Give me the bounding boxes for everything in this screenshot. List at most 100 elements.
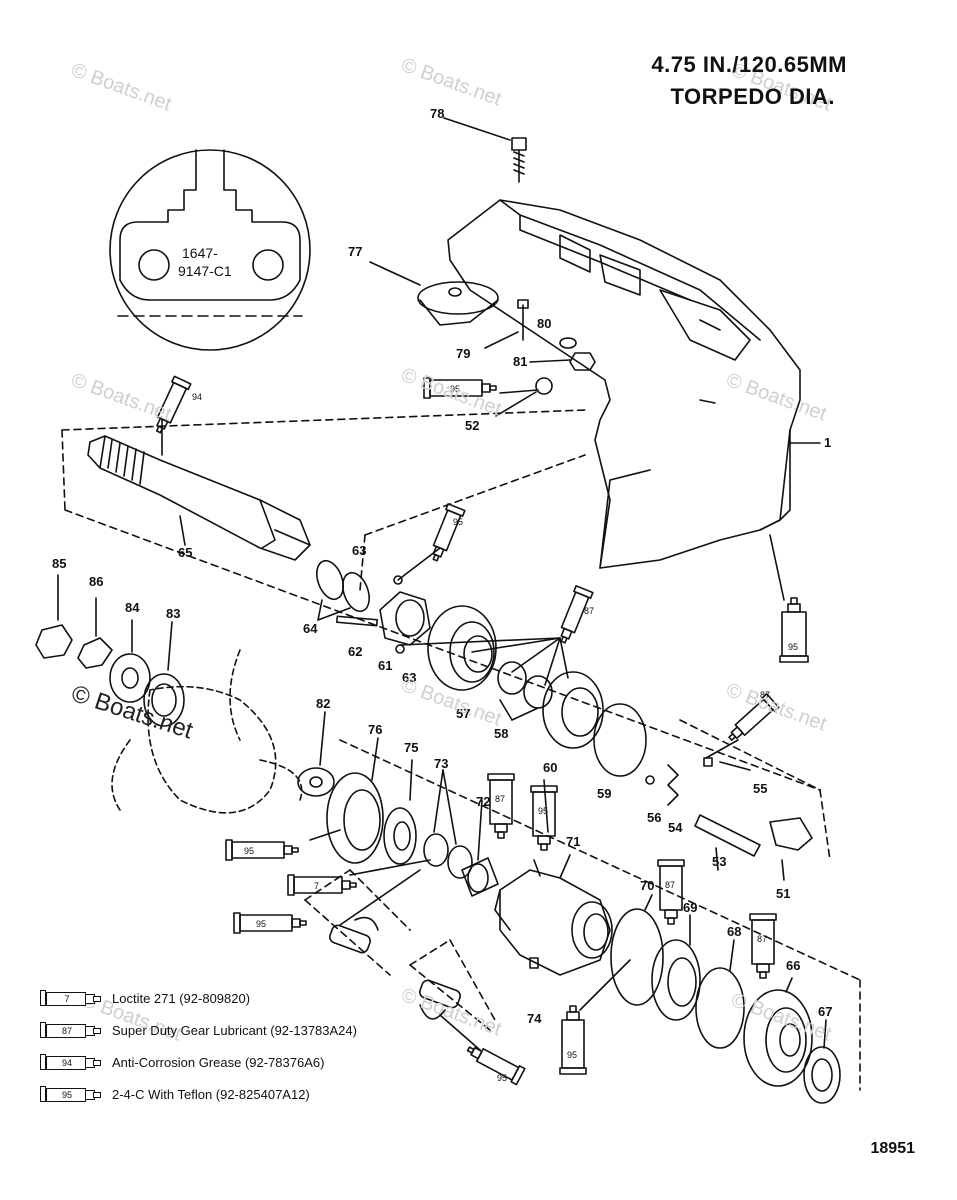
part-78-bolt [511,137,527,183]
part-53-shift-shaft [694,814,761,857]
lube-tube-95-seal-lower [466,1046,526,1086]
label-part-83: 83 [166,606,180,621]
part-59-oring [593,703,647,777]
part-56-ball [645,775,655,785]
lube-tube-87-gear [560,585,594,644]
part-74-pin [529,957,539,969]
legend-tube-icon: 95 [40,1086,101,1102]
lube-tube-95-seal [233,912,307,934]
part-79-screw [517,299,529,341]
tube-code-95-seal: 95 [256,919,266,929]
lube-tube-95-upper [432,503,466,562]
label-part-81: 81 [513,354,527,369]
label-part-74: 74 [527,1011,542,1026]
label-part-71: 71 [566,834,580,849]
part-64-rings [316,559,370,613]
part-83-washer [143,673,185,727]
part-65-propeller-shaft [87,435,311,561]
legend-tube-icon: 7 [40,990,101,1006]
label-part-79: 79 [456,346,470,361]
part-81-nut [569,352,596,371]
part-86-tab-washer [77,637,113,669]
watermark: © Boats.net [68,369,174,426]
label-part-73: 73 [434,756,448,771]
label-part-78: 78 [430,106,444,121]
part-84-thrust-hub [109,653,151,703]
propeller-outline [111,649,303,814]
part-62-pin [336,615,378,627]
lube-tube-87-bearing69 [657,859,685,925]
tube-code-87-housing: 95 [788,642,798,652]
part-61-clutch [379,591,431,646]
seal-assembly-lower [419,979,461,1020]
watermark: © Boats.net [723,369,829,426]
label-part-55: 55 [753,781,767,796]
legend-text: Super Duty Gear Lubricant (92-13783A24) [112,1022,357,1038]
tube-codes: 94 95 95 87 95 87 95 7 95 87 95 87 87 95… [192,384,798,1083]
label-part-1: 1 [824,435,831,450]
detail-callout-circle [109,149,311,351]
part-82-washer [297,767,335,797]
label-part-63-lower: 63 [402,670,416,685]
watermark-large: © Boats.net [68,680,196,745]
label-part-85: 85 [52,556,66,571]
lube-tube-94-shaft [155,375,192,434]
label-part-63-upper: 63 [352,543,366,558]
part-71-bearing-carrier [494,869,613,976]
legend-code: 87 [61,1026,72,1036]
tube-code-95-shift: 87 [760,690,770,700]
legend-row: 7 Loctite 271 (92-809820) [40,988,440,1008]
part-52-plug [535,377,553,395]
label-part-53: 53 [712,854,726,869]
part-68-shim [695,967,745,1049]
label-part-60: 60 [543,760,557,775]
label-part-54: 54 [668,820,683,835]
seal-assembly-upper [329,916,379,954]
label-part-80: 80 [537,316,551,331]
label-part-59: 59 [597,786,611,801]
tube-code-95-carrier: 95 [538,806,548,816]
label-part-65: 65 [178,545,192,560]
tube-code-7: 7 [314,881,319,891]
part-51-cam [769,817,813,851]
legend-row: 94 Anti-Corrosion Grease (92-78376A6) [40,1052,440,1072]
label-part-64: 64 [303,621,318,636]
label-part-75: 75 [404,740,418,755]
part-54-spring [667,764,679,806]
part-66-reverse-gear [743,989,813,1087]
detail-part-number-line2: 9147-C1 [178,263,232,279]
label-part-84: 84 [125,600,140,615]
lube-tube-95-shift [728,693,780,741]
legend-text: 2-4-C With Teflon (92-825407A12) [112,1086,310,1102]
detail-part-number-line1: 1647- [182,245,218,261]
lube-tube-87-gear66 [749,913,777,979]
label-part-69: 69 [683,900,697,915]
legend-code: 7 [64,994,70,1004]
label-part-62: 62 [348,644,362,659]
label-part-57: 57 [456,706,470,721]
label-part-58: 58 [494,726,508,741]
part-73-seals [423,833,473,879]
label-part-61: 61 [378,658,392,673]
legend-tube-icon: 87 [40,1022,101,1038]
tube-code-95-plug: 95 [450,384,460,394]
lube-tube-7 [287,874,357,896]
alignment-lines [61,409,861,1091]
legend-text: Anti-Corrosion Grease (92-78376A6) [112,1054,325,1070]
tube-code-95-oring: 95 [567,1050,577,1060]
part-69-bearing [651,939,701,1021]
tube-code-95-seal-lower: 95 [497,1073,507,1083]
part-77-anode [417,281,499,326]
lube-tube-95-oring [559,1005,587,1075]
title-line1: 4.75 IN./120.65MM [651,52,847,77]
part-60-bearing [542,671,604,749]
part-72-needle-bearing [461,857,499,897]
legend-text: Loctite 271 (92-809820) [112,990,251,1006]
label-part-52: 52 [465,418,479,433]
part-85-nut [35,624,73,659]
label-part-82: 82 [316,696,330,711]
part-63-ball [393,575,403,585]
label-part-76: 76 [368,722,382,737]
watermark: © Boats.net [398,674,504,731]
